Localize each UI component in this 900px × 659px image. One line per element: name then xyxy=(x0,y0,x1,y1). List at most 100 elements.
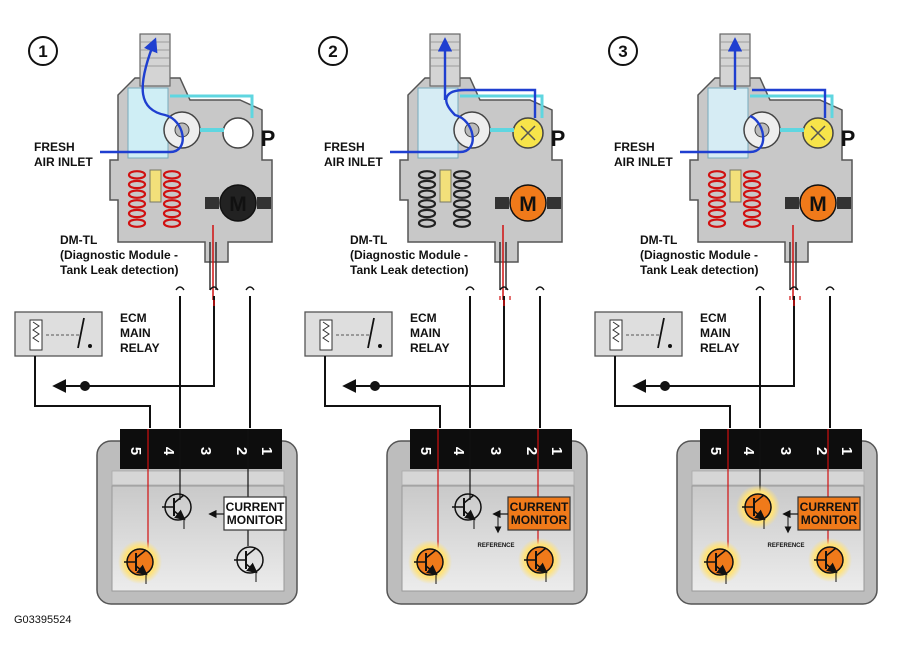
relay-box xyxy=(594,311,683,357)
pump-vane xyxy=(810,125,826,141)
current-monitor-label-line2: MONITOR xyxy=(511,513,568,527)
wire-pin5 xyxy=(324,356,441,428)
step-badge xyxy=(28,36,58,66)
ecm-pin-3: 3 xyxy=(777,447,794,455)
cyan-flow xyxy=(460,94,544,118)
transistor-pin4-collector xyxy=(173,494,185,504)
relay-box xyxy=(14,311,103,357)
dmtl-label-line2: (Diagnostic Module - xyxy=(60,248,178,262)
fresh-air-label-line1: FRESH xyxy=(34,140,75,154)
dmtl-module: PM xyxy=(100,33,275,263)
connector-fork xyxy=(789,286,799,291)
motor-shaft-right xyxy=(547,197,561,209)
transistor-pin5-collector xyxy=(425,549,437,559)
relay-label-line1: ECM xyxy=(410,311,437,325)
ecm-pin-4: 4 xyxy=(160,447,177,456)
step-badge xyxy=(318,36,348,66)
solenoid-core xyxy=(729,169,742,203)
transistor-pin4-collector xyxy=(463,494,475,504)
relay-contact xyxy=(668,344,672,348)
relay-coil-winding xyxy=(612,321,620,343)
dmtl-label-line3: Tank Leak detection) xyxy=(640,263,758,277)
current-monitor-box xyxy=(797,496,861,531)
motor-shaft-left xyxy=(785,197,799,209)
relay-label-line3: RELAY xyxy=(700,341,740,355)
relay-box xyxy=(304,311,393,357)
motor-shaft-right xyxy=(837,197,851,209)
motor-shaft-left xyxy=(205,197,219,209)
air-chamber xyxy=(127,87,169,159)
motor-circle xyxy=(219,184,257,222)
ecm-pin-4: 4 xyxy=(740,447,757,456)
air-flow-path xyxy=(680,40,827,154)
motor-label: M xyxy=(519,193,537,216)
wire-pin5 xyxy=(614,356,731,428)
relay-label-line1: ECM xyxy=(700,311,727,325)
fresh-air-label-line1: FRESH xyxy=(614,140,655,154)
relay-switch xyxy=(77,317,85,349)
pump-vane xyxy=(520,125,536,141)
dmtl-label-line1: DM-TL xyxy=(640,233,677,247)
dmtl-label-line3: Tank Leak detection) xyxy=(60,263,178,277)
ecm-pin-3: 3 xyxy=(197,447,214,455)
connector-fork xyxy=(535,286,545,291)
connector-fork xyxy=(209,286,219,291)
ecm-connector xyxy=(120,429,282,469)
ecm-main-relay xyxy=(594,311,683,357)
reference-label: REFERENCE xyxy=(767,543,804,549)
connector-fork xyxy=(825,286,835,291)
relay-coil xyxy=(29,319,43,351)
relay-label-line1: ECM xyxy=(120,311,147,325)
transistor-pin2-collector xyxy=(825,547,837,557)
wire-relay-feed xyxy=(375,296,505,387)
relay-label-line3: RELAY xyxy=(120,341,160,355)
motor-label: M xyxy=(809,193,827,216)
transistor-pin2-emitter xyxy=(245,562,258,574)
transistor-pin2-emitter xyxy=(825,562,838,574)
fresh-air-label-line1: FRESH xyxy=(324,140,365,154)
current-monitor-label-line1: CURRENT xyxy=(800,500,859,514)
current-monitor-label-line2: MONITOR xyxy=(227,513,284,527)
dmtl-label-line2: (Diagnostic Module - xyxy=(350,248,468,262)
current-monitor-label-line1: CURRENT xyxy=(226,500,285,514)
wire-red-active xyxy=(499,296,511,300)
solenoid-core xyxy=(439,169,452,203)
ecm-pin-5: 5 xyxy=(707,447,724,455)
relay-label-line3: RELAY xyxy=(410,341,450,355)
cyan-flow xyxy=(170,94,254,118)
motor-circle xyxy=(799,184,837,222)
fresh-air-label-line2: AIR INLET xyxy=(614,155,673,169)
solenoid-core xyxy=(149,169,162,203)
connector-fork xyxy=(465,286,475,291)
relay-coil xyxy=(609,319,623,351)
ecm-pin-1: 1 xyxy=(258,447,275,455)
module-wire-stub xyxy=(789,242,797,290)
dmtl-label-line3: Tank Leak detection) xyxy=(350,263,468,277)
motor-shaft-right xyxy=(257,197,271,209)
reference-label: REFERENCE xyxy=(477,543,514,549)
relay-contact xyxy=(88,344,92,348)
wire-relay-feed xyxy=(85,296,215,387)
relay-switch xyxy=(367,317,375,349)
relay-label-line2: MAIN xyxy=(120,326,151,340)
transistor-pin4-collector xyxy=(753,494,765,504)
current-monitor-label-line1: CURRENT xyxy=(510,500,569,514)
pump-label: P xyxy=(841,126,856,151)
pump-label: P xyxy=(551,126,566,151)
ecm-pin-2: 2 xyxy=(523,447,540,455)
coil-right xyxy=(742,170,762,228)
transistor-pin4-emitter xyxy=(173,509,186,521)
ecm-pin-2: 2 xyxy=(813,447,830,455)
step-number: 3 xyxy=(618,42,627,61)
module-wire-stub xyxy=(209,242,217,290)
relay-label-line2: MAIN xyxy=(700,326,731,340)
relay-contact xyxy=(378,344,382,348)
dmtl-label-line1: DM-TL xyxy=(60,233,97,247)
air-chamber xyxy=(417,87,459,159)
transistor-pin5-emitter xyxy=(425,564,438,576)
